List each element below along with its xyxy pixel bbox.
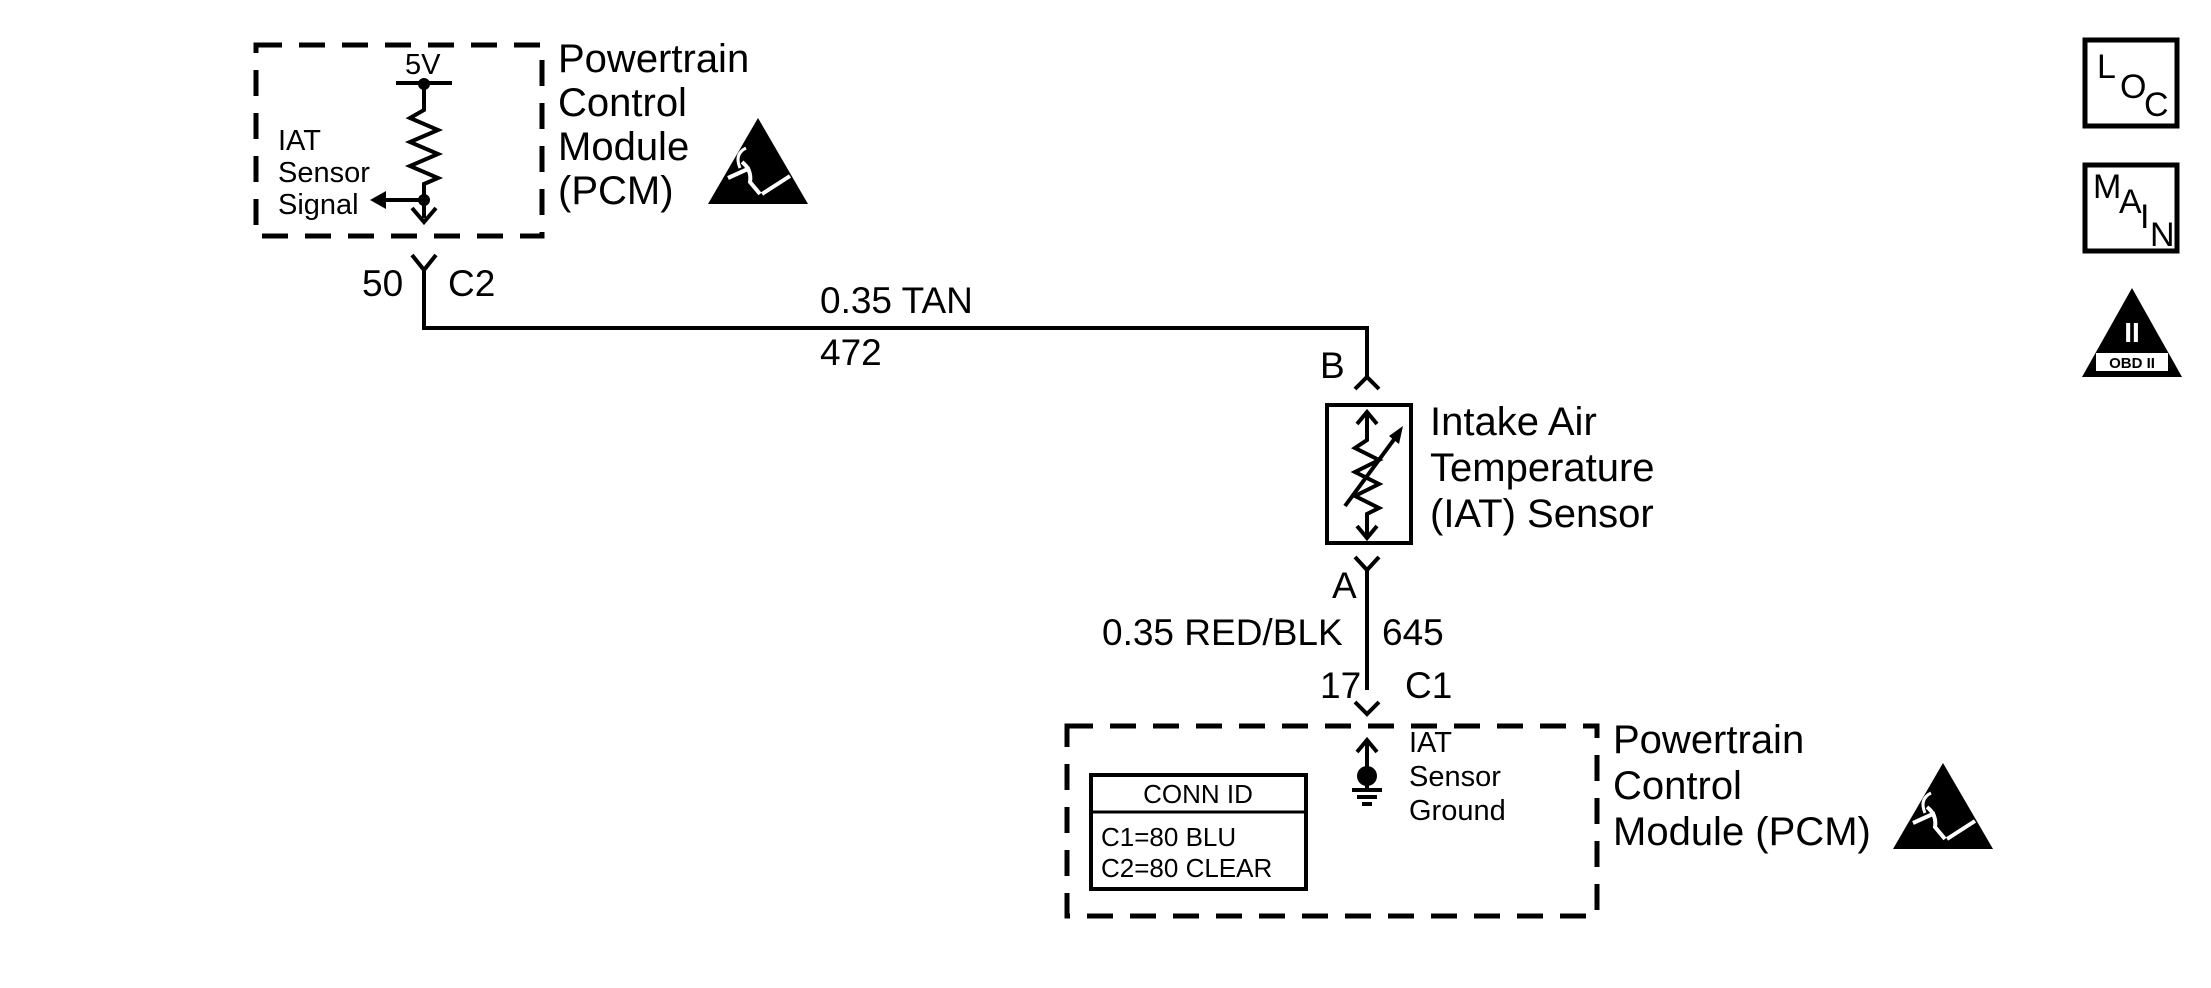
signal-wire-color: 0.35 TAN	[820, 280, 973, 321]
connector-chevron	[410, 206, 438, 226]
ground-label-line: Sensor	[1409, 761, 1501, 793]
pcm-bottom-title: Powertrain Control Module (PCM)	[1613, 718, 1871, 854]
pcm-bottom-title-line: Powertrain	[1613, 718, 1804, 762]
iat-sensor-name: Intake Air Temperature (IAT) Sensor	[1430, 400, 1655, 536]
loc-letter: L	[2097, 48, 2116, 86]
pcm-bottom-title-line: Module (PCM)	[1613, 810, 1871, 854]
variable-arrow	[1343, 432, 1400, 508]
main-icon[interactable]: M A I N	[2082, 162, 2180, 254]
sensor-name-line: Temperature	[1430, 446, 1655, 490]
ground-wire-color: 0.35 RED/BLK	[1102, 612, 1343, 653]
conn-id-header: CONN ID	[1143, 779, 1253, 809]
conn-id-row: C2=80 CLEAR	[1101, 853, 1272, 883]
main-letter: M	[2093, 168, 2121, 206]
pcm-top-title-line: Control	[558, 81, 687, 125]
pcm-top-title-line: Powertrain	[558, 37, 749, 81]
loc-letter: O	[2120, 68, 2146, 106]
sensor-name-line: (IAT) Sensor	[1430, 492, 1654, 536]
pcm-top-title: Powertrain Control Module (PCM)	[558, 37, 749, 213]
sensor-terminal-a: A	[1332, 565, 1357, 606]
c2-connector-id: C2	[448, 263, 495, 304]
main-letter: I	[2140, 198, 2149, 236]
pcm-bottom-title-line: Control	[1613, 764, 1742, 808]
signal-label-line: Signal	[278, 189, 359, 221]
obd-numeral: II	[2124, 317, 2140, 348]
signal-wire-circuit: 472	[820, 332, 882, 373]
c1-connector-symbol	[1353, 700, 1381, 717]
pcm-bottom-boundary	[1064, 723, 1600, 919]
signal-arrowhead	[370, 191, 386, 209]
signal-label-line: Sensor	[278, 157, 370, 189]
ground-icon	[1352, 776, 1382, 806]
voltage-reference-label: 5V	[405, 49, 441, 81]
thermistor-arrow-top	[1355, 408, 1379, 426]
ground-arrow-head	[1355, 736, 1379, 754]
esd-warning-icon	[708, 118, 808, 204]
loc-icon[interactable]: L O C	[2082, 37, 2180, 129]
iat-signal-label: IAT Sensor Signal	[278, 125, 370, 221]
c1-pin-number: 17	[1320, 665, 1361, 706]
obd-label: OBD II	[2109, 355, 2155, 372]
pcm-top-boundary	[253, 42, 545, 239]
variable-arrowhead	[1389, 426, 1403, 444]
loc-letter: C	[2144, 86, 2169, 124]
main-letter: N	[2150, 216, 2175, 254]
ground-label-line: Ground	[1409, 795, 1506, 827]
ground-label-line: IAT	[1409, 727, 1452, 759]
iat-ground-label: IAT Sensor Ground	[1409, 727, 1506, 827]
main-letter: A	[2119, 183, 2142, 221]
pullup-resistor	[404, 84, 444, 218]
ground-wire-circuit: 645	[1382, 612, 1444, 653]
signal-label-line: IAT	[278, 125, 321, 157]
pcm-top-title-line: Module	[558, 125, 689, 169]
esd-warning-icon	[1893, 763, 1993, 849]
conn-id-table: CONN ID C1=80 BLU C2=80 CLEAR	[1089, 773, 1308, 891]
obd-ii-icon[interactable]: II OBD II	[2082, 288, 2182, 377]
sensor-terminal-b: B	[1320, 345, 1345, 386]
pcm-top-title-line: (PCM)	[558, 169, 674, 213]
thermistor-arrow-bottom	[1355, 524, 1379, 542]
terminal-a-connector	[1353, 555, 1381, 690]
terminal-b-connector	[1353, 374, 1381, 391]
c2-connector-symbol	[410, 253, 1369, 377]
conn-id-row: C1=80 BLU	[1101, 822, 1236, 852]
c1-connector-id: C1	[1405, 665, 1452, 706]
c2-pin-number: 50	[362, 263, 403, 304]
sensor-name-line: Intake Air	[1430, 400, 1597, 444]
